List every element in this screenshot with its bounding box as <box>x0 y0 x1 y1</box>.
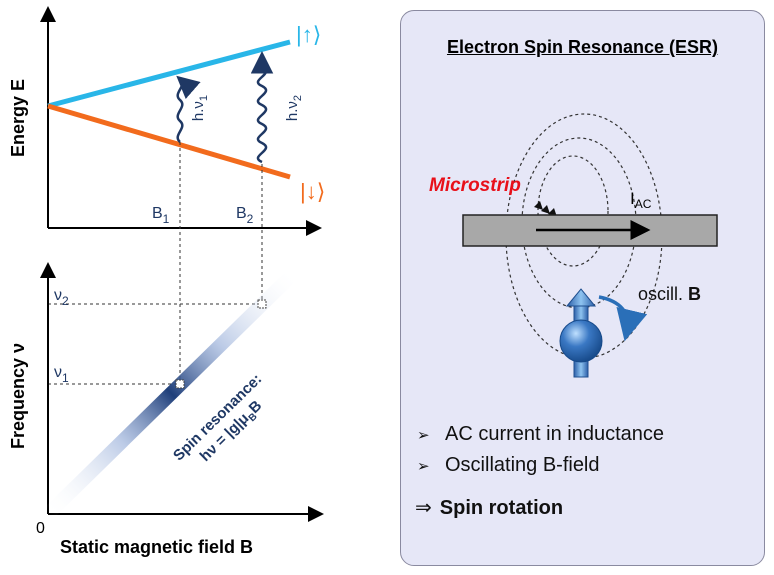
spin-up-state-label: |↑⟩ <box>296 22 321 47</box>
field-axis-label: Static magnetic field B <box>60 537 253 557</box>
oscillating-field-label: oscill. B <box>638 284 701 304</box>
origin-label: 0 <box>36 520 45 537</box>
upper-level-line <box>47 39 291 109</box>
nu1-tick-label: ν1 <box>54 364 69 385</box>
bullet-arrow-icon: ➢ <box>417 457 430 475</box>
photon-wave-icon <box>250 51 274 164</box>
nu2-marker <box>257 299 267 309</box>
b1-tick-label: B1 <box>152 205 170 226</box>
photon-wave-icon <box>176 75 201 143</box>
current-label: IAC <box>630 189 652 211</box>
bullet-list: ➢ AC current in inductance ➢ Oscillating… <box>417 419 664 481</box>
esr-panel: Electron Spin Resonance (ESR) Microstrip… <box>400 10 765 566</box>
frequency-plot: Frequency ν Static magnetic field B 0 ν2… <box>8 262 324 557</box>
bullet-text: AC current in inductance <box>445 423 665 445</box>
guide-lines <box>48 142 263 385</box>
lower-level-line <box>47 103 291 180</box>
spin-down-state-label: |↓⟩ <box>300 179 325 204</box>
list-item: ➢ AC current in inductance <box>417 419 664 450</box>
energy-plot: Energy E |↑⟩ |↓⟩ h.ν1 h.ν2 B1 B2 <box>8 6 325 236</box>
microstrip-label: Microstrip <box>429 175 521 196</box>
list-item: ➢ Oscillating B-field <box>417 450 664 481</box>
implies-symbol: ⇒ <box>415 497 432 519</box>
photon-1-label: h.ν1 <box>190 95 210 121</box>
energy-axis-label: Energy E <box>8 79 28 157</box>
rotation-arrow-icon <box>598 295 648 342</box>
photon-2-label: h.ν2 <box>284 95 304 121</box>
resonance-line <box>43 267 300 520</box>
b2-tick-label: B2 <box>236 205 254 226</box>
bullet-text: Oscillating B-field <box>445 454 600 476</box>
frequency-axis-label: Frequency ν <box>8 343 28 449</box>
esr-title: Electron Spin Resonance (ESR) <box>446 37 719 57</box>
nu1-marker <box>175 379 185 389</box>
bullet-arrow-icon: ➢ <box>417 426 430 444</box>
conclusion: ⇒ Spin rotation <box>415 495 563 520</box>
spin-sphere-icon <box>559 288 603 378</box>
nu2-tick-label: ν2 <box>54 287 69 308</box>
microstrip-illustration: Microstrip IAC oscill. B <box>429 113 718 378</box>
conclusion-text: Spin rotation <box>439 497 564 519</box>
